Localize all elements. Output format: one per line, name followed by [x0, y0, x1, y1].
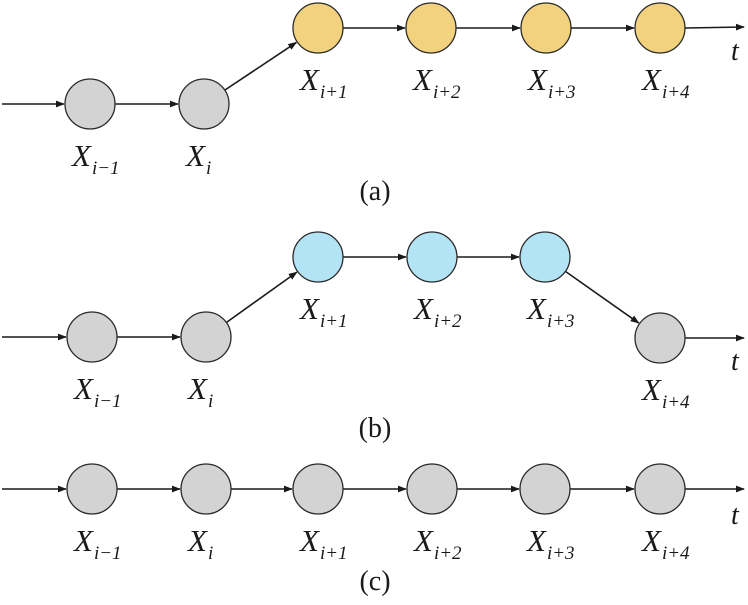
state-label: Xi+2	[412, 523, 462, 564]
state-label: Xi+3	[525, 291, 575, 332]
state-label: Xi−1	[72, 371, 122, 412]
state-label: Xi	[186, 371, 213, 412]
state-node	[519, 231, 571, 283]
time-label: t	[731, 500, 740, 531]
state-node	[292, 2, 344, 54]
time-label: t	[731, 36, 740, 67]
transition-arrow-2-5	[564, 270, 640, 324]
state-label: Xi+1	[298, 291, 348, 332]
state-node	[634, 463, 686, 515]
state-node	[406, 463, 458, 515]
state-label: Xi−1	[72, 523, 122, 564]
panel-caption: (a)	[359, 176, 390, 207]
time-label: t	[731, 346, 740, 377]
state-label: Xi+2	[412, 291, 462, 332]
state-label: Xi	[186, 523, 213, 564]
transition-arrow-1-2	[224, 41, 298, 91]
state-node	[520, 2, 572, 54]
state-node	[292, 231, 344, 283]
state-node	[64, 78, 116, 130]
state-node	[519, 463, 571, 515]
state-label: Xi+4	[640, 372, 690, 413]
state-label: Xi+3	[526, 62, 576, 103]
state-label: Xi	[184, 138, 211, 179]
state-label: Xi+4	[640, 62, 690, 103]
state-node	[66, 311, 118, 363]
state-label: Xi+3	[525, 523, 575, 564]
state-node	[406, 231, 458, 283]
state-label: Xi+1	[298, 523, 348, 564]
state-node	[405, 2, 457, 54]
state-label: Xi+2	[411, 62, 461, 103]
state-node	[180, 311, 232, 363]
state-node	[292, 463, 344, 515]
state-label: Xi+1	[298, 62, 348, 103]
state-node	[634, 312, 686, 364]
panel-caption: (c)	[359, 566, 390, 597]
time-arrow-panel-1	[684, 23, 745, 31]
state-node	[66, 463, 118, 515]
state-label: Xi−1	[70, 138, 120, 179]
state-node	[180, 463, 232, 515]
transition-arrow-2-2	[225, 271, 298, 324]
panel-caption: (b)	[359, 413, 392, 444]
state-node	[634, 2, 686, 54]
state-label: Xi+4	[640, 523, 690, 564]
state-node	[178, 78, 230, 130]
